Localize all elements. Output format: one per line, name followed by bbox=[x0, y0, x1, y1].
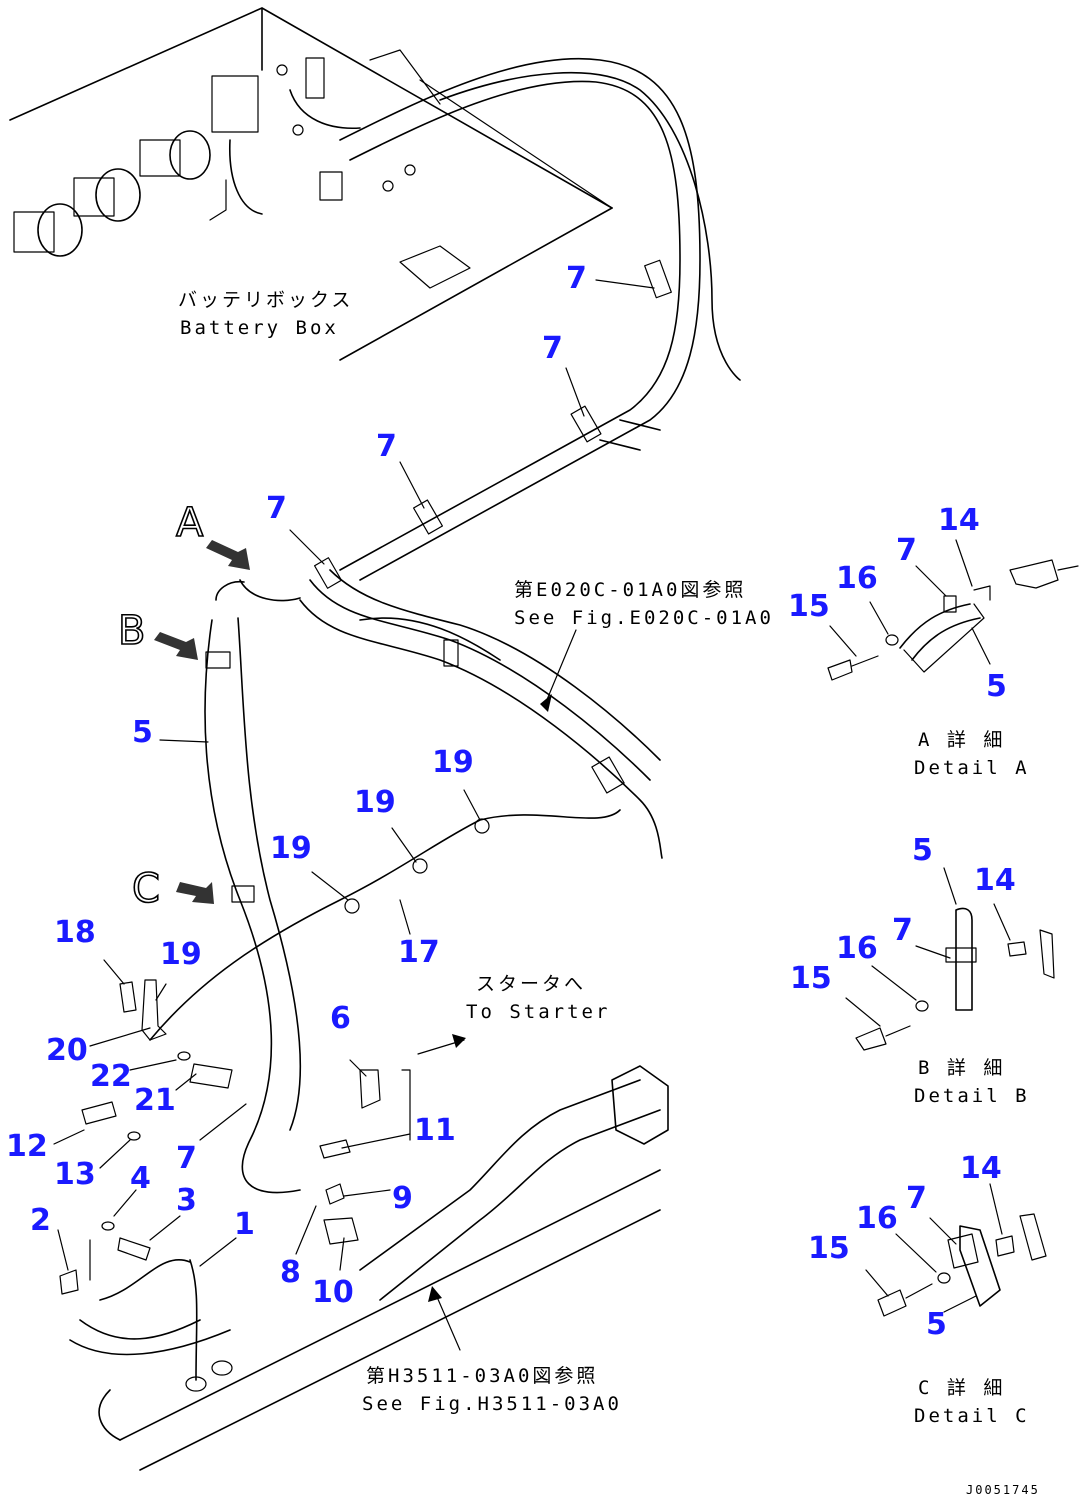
detail-b-note-en: Detail B bbox=[914, 1085, 1030, 1107]
callout-7: 7 bbox=[906, 1181, 927, 1216]
callout-4: 4 bbox=[130, 1161, 151, 1196]
view-letter-b: B bbox=[118, 608, 145, 654]
detail-c-note-jp: C 詳 細 bbox=[918, 1377, 1005, 1399]
callout-6: 6 bbox=[330, 1001, 351, 1036]
callout-20: 20 bbox=[46, 1033, 88, 1068]
callout-15: 15 bbox=[788, 589, 830, 624]
detail-a-note-jp: A 詳 細 bbox=[918, 729, 1005, 751]
battery-box-note-en: Battery Box bbox=[180, 317, 339, 339]
callout-19: 19 bbox=[432, 745, 474, 780]
callout-18: 18 bbox=[54, 915, 96, 950]
starter-note-en: To Starter bbox=[466, 1001, 610, 1023]
callout-17: 17 bbox=[398, 935, 440, 970]
wire-5-loop bbox=[204, 580, 302, 1194]
callout-15: 15 bbox=[790, 961, 832, 996]
see-fig-h-note-en: See Fig.H3511-03A0 bbox=[362, 1393, 622, 1415]
main-harness-bundle bbox=[239, 58, 741, 859]
wire-17 bbox=[119, 809, 621, 1041]
detail-a-note-en: Detail A bbox=[914, 757, 1030, 779]
callout-15: 15 bbox=[808, 1231, 850, 1266]
callout-1: 1 bbox=[234, 1207, 255, 1242]
callout-7: 7 bbox=[896, 533, 917, 568]
callout-16: 16 bbox=[836, 931, 878, 966]
callout-7: 7 bbox=[542, 331, 563, 366]
drawing-code: J0051745 bbox=[966, 1483, 1040, 1497]
callout-7: 7 bbox=[376, 429, 397, 464]
callout-5: 5 bbox=[132, 715, 153, 750]
callout-22: 22 bbox=[90, 1059, 132, 1094]
callout-13: 13 bbox=[54, 1157, 96, 1192]
callout-10: 10 bbox=[312, 1275, 354, 1310]
callout-9: 9 bbox=[392, 1181, 413, 1216]
callout-19: 19 bbox=[270, 831, 312, 866]
detail-c-note-en: Detail C bbox=[914, 1405, 1030, 1427]
starter-note-jp: スタータへ bbox=[476, 973, 586, 995]
detail-c-drawing bbox=[865, 1183, 1047, 1317]
callout-14: 14 bbox=[938, 503, 980, 538]
battery-box-drawing bbox=[9, 7, 613, 361]
callout-19: 19 bbox=[354, 785, 396, 820]
callout-3: 3 bbox=[176, 1183, 197, 1218]
callout-11: 11 bbox=[414, 1113, 456, 1148]
exhaust-pipe bbox=[98, 1065, 669, 1471]
callout-7: 7 bbox=[176, 1141, 197, 1176]
callout-19: 19 bbox=[160, 937, 202, 972]
battery-box-note-jp: バッテリボックス bbox=[178, 289, 353, 311]
callout-14: 14 bbox=[960, 1151, 1002, 1186]
callout-2: 2 bbox=[30, 1203, 51, 1238]
see-fig-e-note-jp: 第E020C-01A0図参照 bbox=[514, 579, 746, 601]
callout-5: 5 bbox=[986, 669, 1007, 704]
callout-5: 5 bbox=[926, 1307, 947, 1342]
see-fig-h-note-jp: 第H3511-03A0図参照 bbox=[366, 1365, 598, 1387]
callout-16: 16 bbox=[836, 561, 878, 596]
callout-8: 8 bbox=[280, 1255, 301, 1290]
detail-b-drawing bbox=[845, 867, 1055, 1051]
view-letter-a: A bbox=[176, 500, 204, 546]
leader-lines bbox=[53, 279, 655, 1351]
view-letter-c: C bbox=[132, 866, 160, 912]
callout-7: 7 bbox=[566, 261, 587, 296]
detail-b-note-jp: B 詳 細 bbox=[918, 1057, 1005, 1079]
detail-a-drawing bbox=[827, 539, 1079, 681]
callout-16: 16 bbox=[856, 1201, 898, 1236]
ground-parts bbox=[59, 1051, 411, 1392]
callout-12: 12 bbox=[6, 1129, 48, 1164]
see-fig-e-note-en: See Fig.E020C-01A0 bbox=[514, 607, 774, 629]
callout-7: 7 bbox=[892, 913, 913, 948]
callout-14: 14 bbox=[974, 863, 1016, 898]
view-arrows bbox=[154, 540, 250, 904]
callout-5: 5 bbox=[912, 833, 933, 868]
callout-7: 7 bbox=[266, 491, 287, 526]
callout-21: 21 bbox=[134, 1083, 176, 1118]
